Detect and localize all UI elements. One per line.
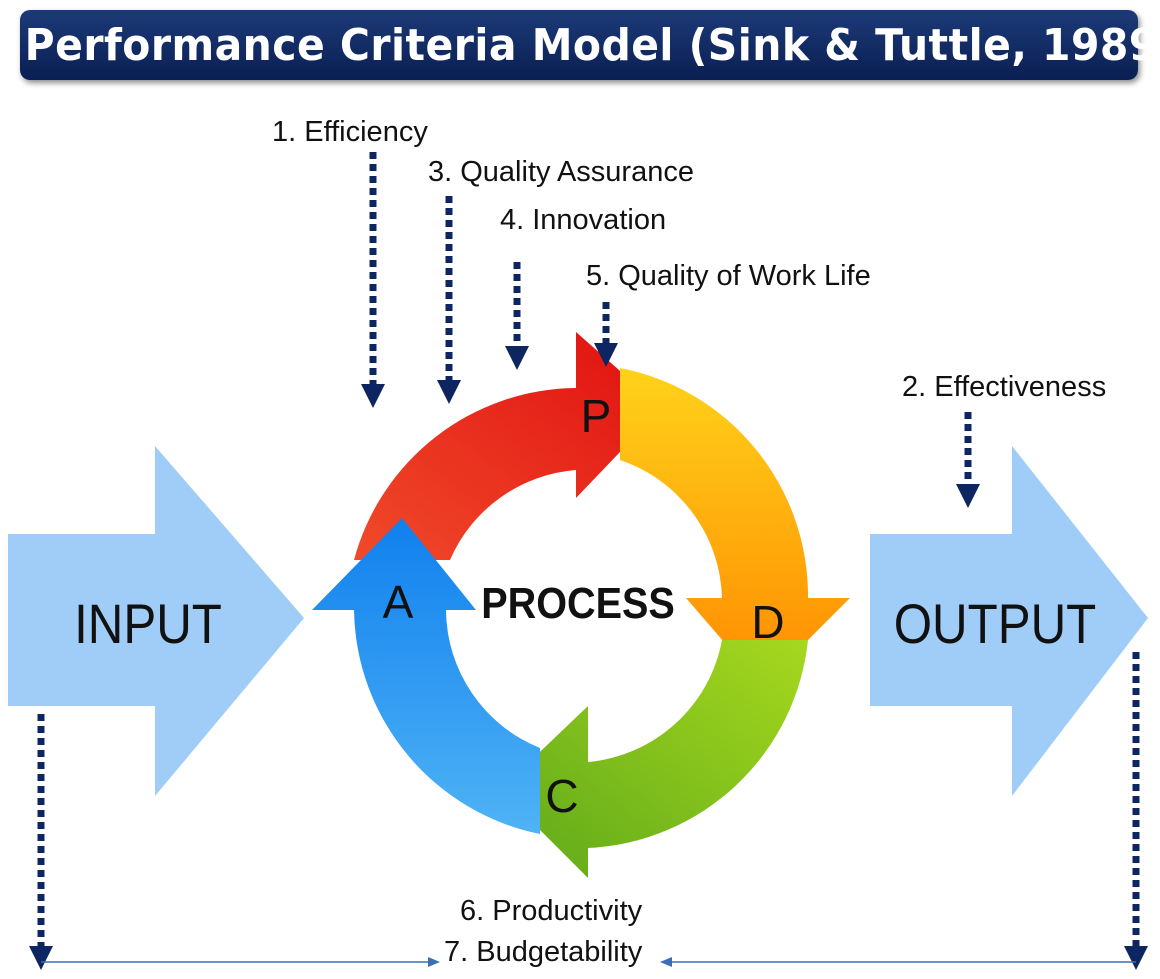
quality-of-work-life-arrow <box>594 302 618 367</box>
check-arrow <box>500 640 808 878</box>
innovation-label: 4. Innovation <box>500 204 666 236</box>
productivity-label: 6. Productivity <box>460 895 643 927</box>
process-label: PROCESS <box>481 578 675 627</box>
do-label: D <box>751 596 784 648</box>
budgetability-label: 7. Budgetability <box>444 936 643 968</box>
baseline-right-arrow <box>660 957 1136 967</box>
do-arrow <box>620 368 850 686</box>
quality-assurance-label: 3. Quality Assurance <box>428 156 694 188</box>
act-arrow <box>312 518 540 834</box>
output-down-arrow <box>1124 652 1148 970</box>
output-label: OUTPUT <box>894 593 1097 656</box>
baseline-left-arrow <box>41 957 440 967</box>
input-down-arrow <box>29 714 53 970</box>
plan-arrow <box>354 332 662 560</box>
input-label: INPUT <box>74 593 222 656</box>
efficiency-label: 1. Efficiency <box>272 116 428 148</box>
effectiveness-arrow <box>956 412 980 508</box>
innovation-arrow <box>505 262 529 370</box>
plan-label: P <box>581 390 612 442</box>
check-label: C <box>545 770 578 822</box>
input-arrow <box>8 446 304 796</box>
effectiveness-label: 2. Effectiveness <box>902 371 1106 403</box>
act-label: A <box>383 576 414 628</box>
quality-of-work-life-label: 5. Quality of Work Life <box>586 260 871 292</box>
diagram-title: 7 Performance Criteria Model (Sink & Tut… <box>0 19 1160 71</box>
output-arrow <box>870 446 1148 796</box>
quality-assurance-arrow <box>437 196 461 404</box>
title-banner: 7 Performance Criteria Model (Sink & Tut… <box>0 10 1160 80</box>
efficiency-arrow <box>361 152 385 408</box>
